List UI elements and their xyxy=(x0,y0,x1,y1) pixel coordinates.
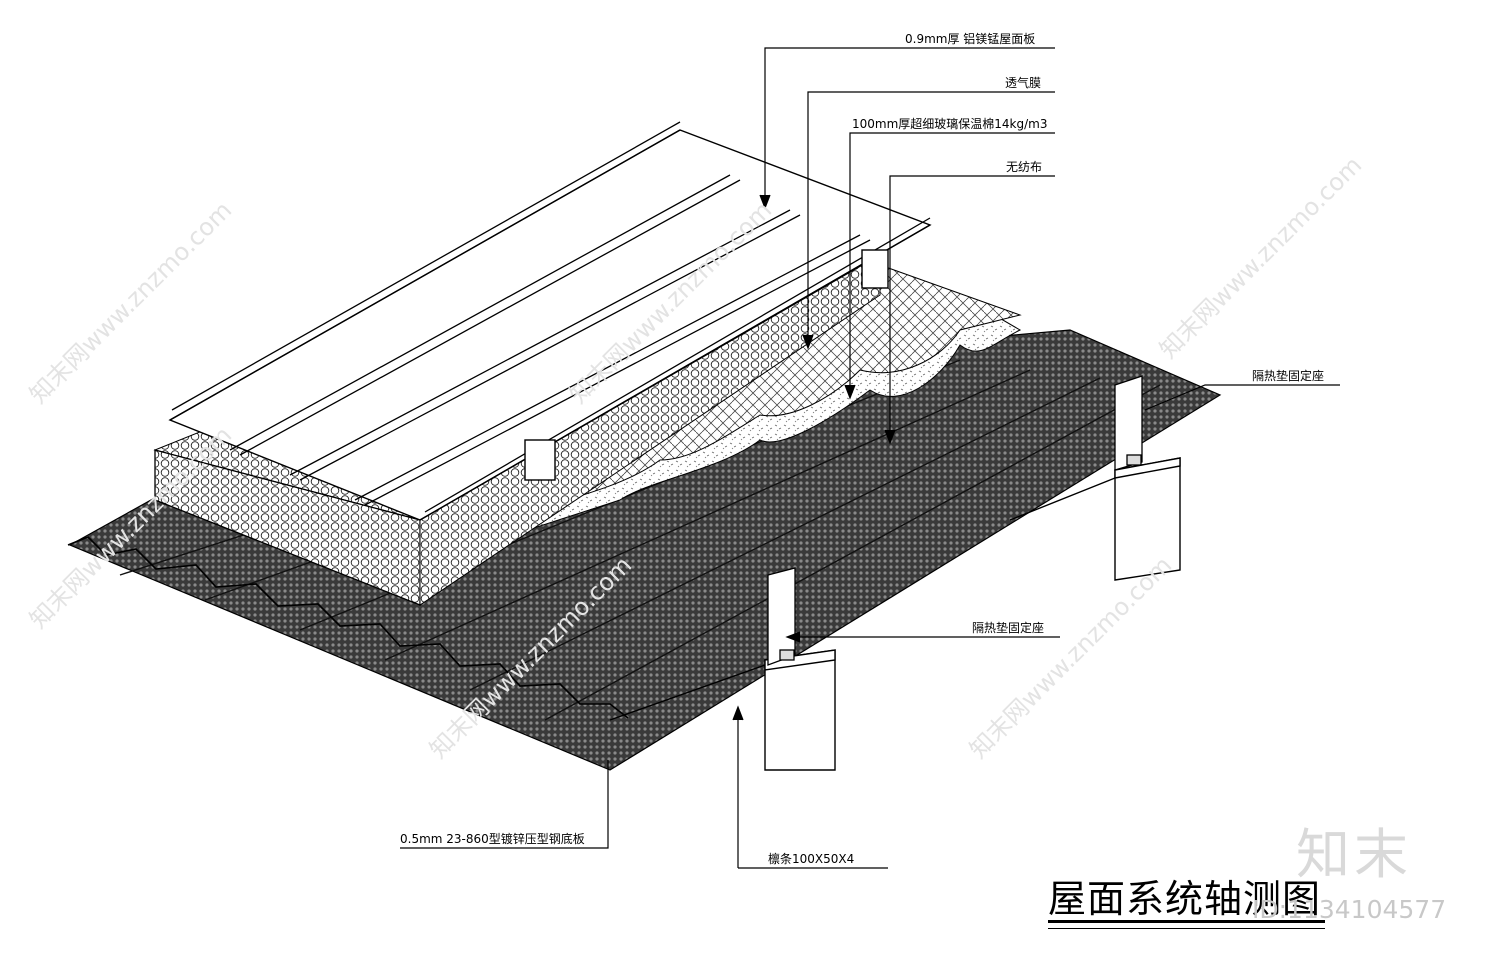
leader-lines xyxy=(400,47,1340,869)
watermark-brand: 知末 xyxy=(1296,823,1412,886)
label-glass-wool: 100mm厚超细玻璃保温棉14kg/m3 xyxy=(852,117,1048,131)
purlin-front xyxy=(609,649,836,771)
label-breathable-membrane: 透气膜 xyxy=(1005,76,1042,90)
purlin-back xyxy=(1009,457,1181,581)
label-roof-panel: 0.9mm厚 铝镁锰屋面板 xyxy=(905,32,1036,46)
title-underline xyxy=(1048,920,1325,923)
bracket-back xyxy=(1114,375,1143,471)
drawing-title: 屋面系统轴测图 xyxy=(1048,877,1322,921)
label-nonwoven: 无纺布 xyxy=(1006,160,1043,174)
title-underline-thin xyxy=(1048,928,1325,929)
watermark-id: ID:1134104577 xyxy=(1252,895,1447,924)
bracket-front xyxy=(767,567,796,666)
roof-panel xyxy=(168,121,932,521)
label-base-sheet: 0.5mm 23-860型镀锌压型钢底板 xyxy=(400,832,585,846)
label-bracket-center: 隔热垫固定座 xyxy=(972,621,1045,635)
label-purlin: 檩条100X50X4 xyxy=(768,852,855,866)
label-bracket-right: 隔热垫固定座 xyxy=(1252,369,1325,383)
